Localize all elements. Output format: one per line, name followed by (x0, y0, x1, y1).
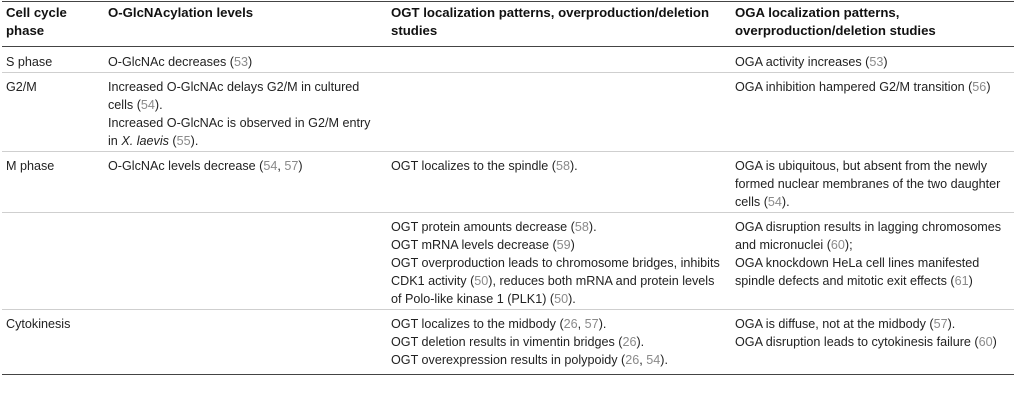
table-header: Cell cycle phase O-GlcNAcylation levels … (2, 1, 1014, 47)
cell-line: OGA is diffuse, not at the midbody (57). (735, 317, 956, 331)
cell-oga: OGA inhibition hampered G2/M transition … (731, 72, 1014, 152)
cell-line: OGA is ubiquitous, but absent from the n… (735, 159, 1001, 209)
cell-line: O-GlcNAc decreases (53) (108, 55, 253, 69)
reference-number[interactable]: 56 (972, 80, 987, 94)
cell-line: O-GlcNAc levels decrease (54, 57) (108, 159, 303, 173)
cell-oga: OGA is ubiquitous, but absent from the n… (731, 151, 1014, 213)
table-body: S phase O-GlcNAc decreases (53) OGA activi… (2, 47, 1014, 375)
species-name: X. laevis (121, 134, 169, 148)
reference-number[interactable]: 57 (284, 159, 299, 173)
reference-number[interactable]: 26 (563, 317, 578, 331)
table-row: S phase O-GlcNAc decreases (53) OGA activi… (2, 47, 1014, 73)
reference-number[interactable]: 59 (556, 238, 571, 252)
reference-number[interactable]: 50 (554, 292, 569, 306)
cell-phase: M phase (2, 151, 104, 213)
cell-phase: G2/M (2, 72, 104, 152)
cell-line: OGT localizes to the spindle (58). (391, 159, 578, 173)
cell-line: OGA disruption results in lagging chromo… (735, 220, 1001, 252)
cell-line: OGA knockdown HeLa cell lines manifested… (735, 256, 980, 288)
reference-number[interactable]: 54 (646, 353, 661, 367)
reference-number[interactable]: 26 (625, 353, 640, 367)
table-row: Cytokinesis OGT localizes to the midbody … (2, 309, 1014, 375)
reference-number[interactable]: 57 (584, 317, 599, 331)
reference-number[interactable]: 53 (869, 55, 884, 69)
cell-line: OGT deletion results in vimentin bridges… (391, 335, 645, 349)
cell-line: Increased O-GlcNAc delays G2/M in cultur… (108, 80, 360, 112)
cell-phase: S phase (6, 55, 53, 69)
cell-ogt: OGT localizes to the spindle (58). (387, 151, 731, 213)
cell-oga: OGA disruption results in lagging chromo… (731, 212, 1014, 310)
cell-oga: OGA is diffuse, not at the midbody (57).… (731, 309, 1014, 375)
header-cell-ogt: OGT localization patterns, overproductio… (387, 1, 731, 47)
cell-glc: Increased O-GlcNAc delays G2/M in cultur… (104, 72, 387, 152)
cell-line: OGT overproduction leads to chromosome b… (391, 256, 720, 306)
cell-phase (2, 212, 104, 310)
reference-number[interactable]: 60 (830, 238, 845, 252)
cell-ogt: OGT protein amounts decrease (58). OGT mR… (387, 212, 731, 310)
cell-line: Increased O-GlcNAc is observed in G2/M e… (108, 116, 371, 148)
cell-glc (104, 309, 387, 375)
header-cell-oga: OGA localization patterns, overproductio… (731, 1, 1014, 47)
cell-cycle-table: Cell cycle phase O-GlcNAcylation levels … (2, 1, 1014, 375)
reference-number[interactable]: 54 (140, 98, 155, 112)
cell-ogt (387, 72, 731, 152)
cell-phase: Cytokinesis (2, 309, 104, 375)
reference-number[interactable]: 57 (933, 317, 948, 331)
cell-line: OGA inhibition hampered G2/M transition … (735, 80, 991, 94)
reference-number[interactable]: 58 (555, 159, 570, 173)
reference-number[interactable]: 53 (233, 55, 248, 69)
header-cell-phase: Cell cycle phase (2, 1, 104, 47)
cell-line: OGT mRNA levels decrease (59) (391, 238, 575, 252)
cell-ogt (387, 47, 731, 73)
reference-number[interactable]: 60 (978, 335, 993, 349)
cell-glc: O-GlcNAc levels decrease (54, 57) (104, 151, 387, 213)
cell-oga: OGA activity increases (53) (731, 47, 1014, 73)
reference-number[interactable]: 61 (954, 274, 969, 288)
reference-number[interactable]: 58 (574, 220, 589, 234)
reference-number[interactable]: 50 (474, 274, 489, 288)
header-cell-glcnac: O-GlcNAcylation levels (104, 1, 387, 47)
reference-number[interactable]: 26 (622, 335, 637, 349)
cell-line: OGT protein amounts decrease (58). (391, 220, 597, 234)
reference-number[interactable]: 54 (767, 195, 782, 209)
cell-line: OGT localizes to the midbody (26, 57). (391, 317, 607, 331)
table-row: OGT protein amounts decrease (58). OGT mR… (2, 212, 1014, 310)
cell-glc: O-GlcNAc decreases (53) (104, 47, 387, 73)
table-row: M phase O-GlcNAc levels decrease (54, 57)… (2, 151, 1014, 213)
header-row: Cell cycle phase O-GlcNAcylation levels … (2, 1, 1014, 47)
reference-number[interactable]: 55 (176, 134, 191, 148)
cell-line: OGT overexpression results in polypoidy … (391, 353, 668, 367)
cell-line: OGA disruption leads to cytokinesis fail… (735, 335, 997, 349)
cell-glc (104, 212, 387, 310)
cell-line: OGA activity increases (53) (735, 55, 888, 69)
cell-ogt: OGT localizes to the midbody (26, 57). OG… (387, 309, 731, 375)
reference-number[interactable]: 54 (263, 159, 278, 173)
